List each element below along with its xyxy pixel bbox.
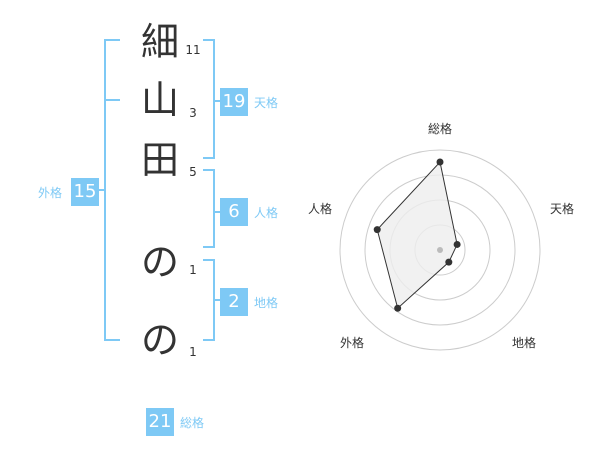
jinkaku-badge: 6 (220, 198, 248, 226)
gaikaku-label: 外格 (38, 186, 63, 200)
radar-point-1 (436, 158, 444, 166)
radar-label-chikaku: 地格 (512, 336, 537, 350)
name-char-5: の (140, 318, 179, 362)
radar-label-gaikaku: 外格 (340, 336, 365, 350)
stroke-count-4: 1 (189, 263, 197, 277)
chikaku-label: 地格 (254, 296, 279, 310)
radar-ring (339, 149, 541, 351)
radar-label-soukaku: 総格 (428, 122, 453, 136)
jinkaku-label: 人格 (254, 206, 279, 220)
soukaku-label: 総格 (180, 416, 205, 430)
stroke-count-3: 5 (189, 165, 197, 179)
name-char-3: 田 (140, 138, 179, 182)
radar-point-5 (373, 226, 381, 234)
name-char-4: の (140, 240, 179, 284)
soukaku-badge: 21 (146, 408, 174, 436)
stroke-count-2: 3 (189, 106, 197, 120)
radar-point-4 (394, 304, 402, 312)
radar-label-jinkaku: 人格 (308, 202, 333, 216)
radar-shape (376, 160, 458, 310)
chikaku-badge: 2 (220, 288, 248, 316)
radar-point-3 (445, 258, 453, 266)
tenkaku-label: 天格 (254, 96, 279, 110)
radar-center (437, 247, 443, 253)
name-char-2: 山 (140, 78, 179, 122)
gaikaku-badge: 15 (71, 178, 99, 206)
stroke-count-1: 11 (185, 43, 201, 57)
radar-label-tenkaku: 天格 (550, 202, 575, 216)
radar-point-2 (453, 240, 461, 248)
stroke-count-5: 1 (189, 345, 197, 359)
tenkaku-badge: 19 (220, 88, 248, 116)
name-char-1: 細 (140, 20, 179, 64)
